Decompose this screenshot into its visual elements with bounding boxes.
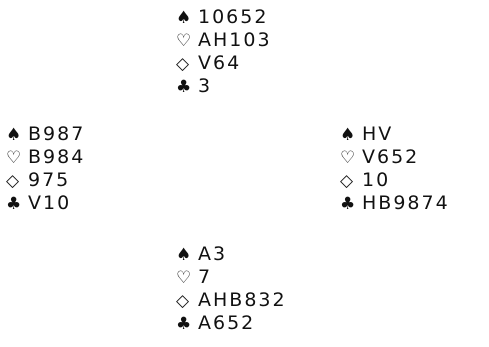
diamond-icon: ◇ [6,171,20,191]
north-spades-line: ♠ 10652 [176,6,346,29]
club-icon: ♣ [176,314,192,334]
east-clubs-line: ♣ HB9874 [340,192,489,215]
spade-icon: ♠ [176,8,192,28]
heart-icon: ♡ [6,148,22,168]
east-spades-line: ♠ HV [340,123,489,146]
hand-north: ♠10652 ♡AH103 ◇V64 ♣3 [176,6,346,98]
south-hearts: 7 [198,266,213,288]
north-clubs: 3 [198,75,213,97]
spade-icon: ♠ [340,125,356,145]
spade-icon: ♠ [176,245,192,265]
north-hearts: AH103 [198,29,272,51]
east-diamonds: 10 [362,169,391,191]
west-clubs: V10 [28,192,72,214]
diamond-icon: ◇ [176,54,190,74]
west-spades: B987 [28,123,86,145]
east-hearts: V652 [362,146,420,168]
east-spades: HV [362,123,394,145]
north-spades: 10652 [198,6,269,28]
hand-west: ♠ B987 ♡ B984 ◇ 975 ♣ V10 [6,123,176,215]
north-hearts-line: ♡ AH103 [176,29,346,52]
north-clubs-line: ♣3 [176,75,346,98]
club-icon: ♣ [340,194,356,214]
east-diamonds-line: ◇ 10 [340,169,489,192]
east-hearts-line: ♡ V652 [340,146,489,169]
west-diamonds-line: ◇ 975 [6,169,176,192]
heart-icon: ♡ [176,31,192,51]
heart-icon: ♡ [340,148,356,168]
spade-icon: ♠ [6,125,22,145]
south-clubs-line: ♣ A652 [176,312,346,335]
north-diamonds-line: ◇ V64 [176,52,346,75]
hand-east: ♠ HV ♡ V652 ◇ 10 ♣ HB9874 [340,123,489,215]
diamond-icon: ◇ [340,171,354,191]
west-spades-line: ♠ B987 [6,123,176,146]
west-hearts: B984 [28,146,86,168]
hand-south: ♠A3 ♡7 ◇AHB832 ♣A652 [176,243,346,335]
heart-icon: ♡ [176,268,192,288]
north-diamonds: V64 [198,52,242,74]
club-icon: ♣ [176,77,192,97]
south-spades: A3 [198,243,228,265]
south-clubs: A652 [198,312,256,334]
south-hearts-line: ♡7 [176,266,346,289]
west-diamonds: 975 [28,169,71,191]
diamond-icon: ◇ [176,291,190,311]
west-hearts-line: ♡ B984 [6,146,176,169]
south-spades-line: ♠ A3 [176,243,346,266]
south-diamonds-line: ◇ AHB832 [176,289,346,312]
west-clubs-line: ♣ V10 [6,192,176,215]
east-clubs: HB9874 [362,192,450,214]
south-diamonds: AHB832 [198,289,287,311]
club-icon: ♣ [6,194,22,214]
